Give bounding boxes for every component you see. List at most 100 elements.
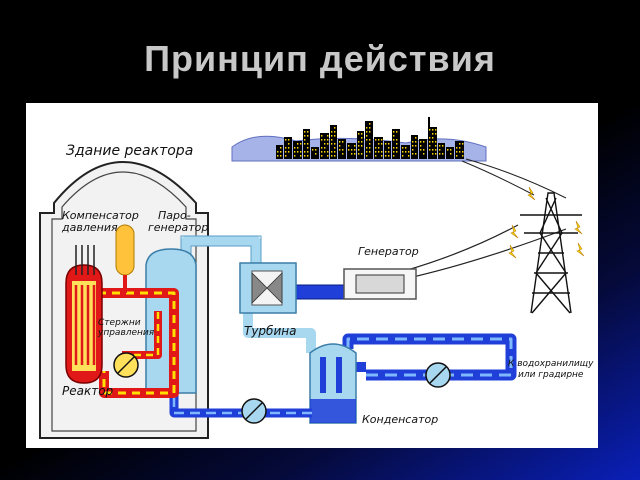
label-to-reservoir: или градирне bbox=[518, 370, 584, 380]
city-window bbox=[375, 155, 377, 157]
city-window bbox=[304, 151, 306, 153]
city-window bbox=[459, 151, 461, 153]
city-window bbox=[358, 153, 360, 155]
city-window bbox=[315, 153, 317, 155]
city-window bbox=[354, 145, 356, 147]
city-window bbox=[366, 155, 368, 157]
power-line bbox=[403, 224, 519, 272]
city-window bbox=[393, 151, 395, 153]
city-window bbox=[432, 153, 434, 155]
city-window bbox=[385, 155, 387, 157]
city-window bbox=[297, 147, 299, 149]
city-window bbox=[327, 151, 329, 153]
primary-pump-icon bbox=[113, 352, 139, 378]
city-window bbox=[415, 145, 417, 147]
city-window bbox=[312, 149, 314, 151]
city-window bbox=[351, 153, 353, 155]
city-building bbox=[330, 125, 337, 159]
city-window bbox=[393, 147, 395, 149]
city-window bbox=[439, 145, 441, 147]
city-window bbox=[388, 155, 390, 157]
city-window bbox=[300, 143, 302, 145]
city-window bbox=[381, 151, 383, 153]
city-window bbox=[396, 143, 398, 145]
city-window bbox=[456, 155, 458, 157]
city-window bbox=[321, 155, 323, 157]
city-window bbox=[442, 153, 444, 155]
city-window bbox=[432, 137, 434, 139]
city-window bbox=[324, 151, 326, 153]
city-window bbox=[429, 137, 431, 139]
city-building bbox=[303, 129, 310, 159]
city-window bbox=[435, 149, 437, 151]
city-window bbox=[324, 147, 326, 149]
city-window bbox=[447, 149, 449, 151]
city-window bbox=[358, 133, 360, 135]
city-window bbox=[405, 147, 407, 149]
city-window bbox=[280, 155, 282, 157]
label-reactor-building: Здание реактора bbox=[66, 143, 193, 159]
city-window bbox=[321, 139, 323, 141]
city-building bbox=[320, 133, 329, 159]
city-window bbox=[288, 143, 290, 145]
turbine-shaft bbox=[293, 284, 345, 300]
city-window bbox=[304, 139, 306, 141]
label-control-rods: Стержни bbox=[98, 318, 141, 328]
city-building bbox=[276, 145, 283, 159]
city-window bbox=[342, 141, 344, 143]
city-window bbox=[351, 149, 353, 151]
city-window bbox=[423, 153, 425, 155]
city-window bbox=[307, 147, 309, 149]
condenser bbox=[309, 343, 357, 424]
city-window bbox=[348, 149, 350, 151]
reactor-building-inner bbox=[51, 171, 197, 432]
city-window bbox=[402, 151, 404, 153]
city-window bbox=[385, 143, 387, 145]
city-window bbox=[393, 135, 395, 137]
city-window bbox=[388, 147, 390, 149]
city-window bbox=[277, 151, 279, 153]
city-building bbox=[411, 135, 418, 159]
city-window bbox=[366, 147, 368, 149]
city-window bbox=[432, 141, 434, 143]
city-window bbox=[423, 141, 425, 143]
city-window bbox=[331, 155, 333, 157]
city-window bbox=[307, 135, 309, 137]
city-window bbox=[378, 139, 380, 141]
city-window bbox=[378, 151, 380, 153]
city-window bbox=[405, 151, 407, 153]
label-control-rods: управления bbox=[97, 328, 155, 338]
city-window bbox=[361, 133, 363, 135]
city-window bbox=[459, 147, 461, 149]
city-window bbox=[297, 143, 299, 145]
city-window bbox=[412, 145, 414, 147]
city-building bbox=[455, 141, 464, 159]
city-window bbox=[378, 143, 380, 145]
city-window bbox=[294, 147, 296, 149]
city-window bbox=[321, 147, 323, 149]
city-window bbox=[429, 149, 431, 151]
city-window bbox=[459, 143, 461, 145]
label-to-reservoir: К водохранилищу bbox=[508, 359, 594, 369]
city-window bbox=[334, 135, 336, 137]
city-window bbox=[366, 135, 368, 137]
city-window bbox=[439, 153, 441, 155]
slide-title: Принцип действия bbox=[144, 38, 496, 79]
city-window bbox=[334, 131, 336, 133]
city-window bbox=[339, 141, 341, 143]
transmission-tower bbox=[520, 192, 582, 314]
power-line bbox=[461, 160, 535, 196]
city-skyline bbox=[231, 117, 487, 162]
city-window bbox=[304, 155, 306, 157]
city-window bbox=[381, 143, 383, 145]
power-line bbox=[465, 158, 567, 199]
generator bbox=[343, 268, 417, 300]
city-window bbox=[435, 129, 437, 131]
city-window bbox=[361, 145, 363, 147]
city-window bbox=[415, 137, 417, 139]
city-window bbox=[429, 145, 431, 147]
city-window bbox=[331, 131, 333, 133]
city-window bbox=[369, 143, 371, 145]
city-window bbox=[369, 127, 371, 129]
city-window bbox=[393, 155, 395, 157]
